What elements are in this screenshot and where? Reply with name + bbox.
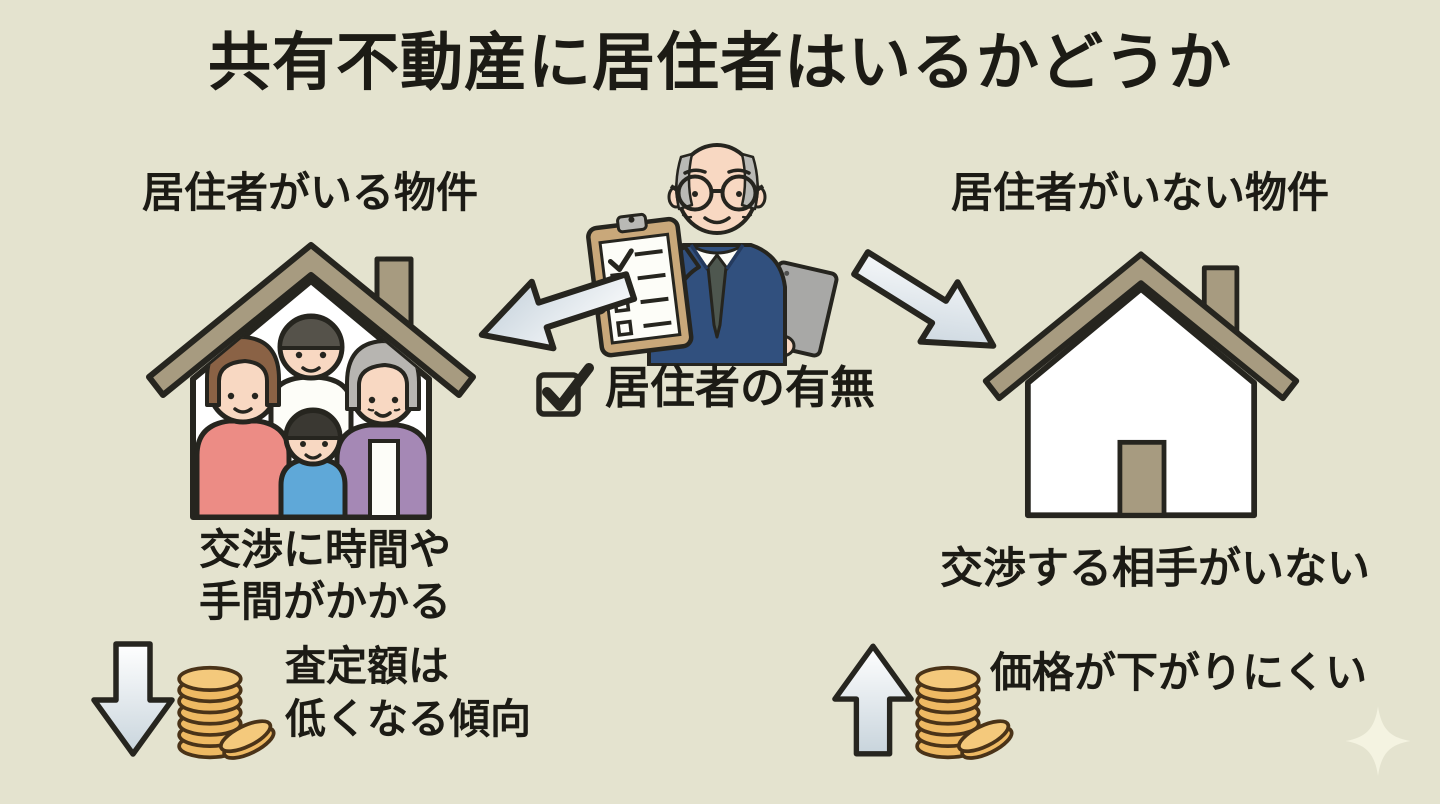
occupied-note-line1: 交渉に時間や — [198, 526, 451, 573]
price-up-arrow-icon — [829, 639, 917, 761]
vacant-result: 価格が下がりにくい — [990, 649, 1368, 696]
appraiser-illustration — [585, 124, 849, 366]
occupied-result: 査定額は 低くなる傾向 — [285, 640, 531, 747]
arrow-to-occupied-icon — [456, 241, 653, 382]
vacant-property-heading: 居住者がいない物件 — [950, 169, 1329, 216]
occupied-property-heading: 居住者がいる物件 — [141, 169, 478, 216]
occupied-note: 交渉に時間や 手間がかかる — [135, 524, 515, 628]
coins-stack-right-icon — [908, 650, 1014, 762]
resident-check-label: 居住者の有無 — [605, 362, 876, 413]
vacant-house-illustration — [978, 232, 1304, 528]
empty-house-icon — [982, 251, 1300, 519]
family-house-icon — [146, 242, 476, 520]
sparkle-icon — [1343, 704, 1413, 778]
resident-check-row: 居住者の有無 — [533, 358, 875, 418]
coins-stack-left-icon — [170, 650, 276, 762]
appraiser-icon — [586, 143, 839, 366]
price-down-arrow-icon — [88, 638, 178, 760]
checkbox-check-icon — [533, 358, 595, 418]
occupied-note-line2: 手間がかかる — [198, 578, 451, 626]
vacant-note: 交渉する相手がいない — [940, 545, 1370, 593]
arrow-to-vacant-icon — [831, 221, 1025, 388]
occupied-result-line2: 低くなる傾向 — [285, 696, 531, 743]
occupied-result-line1: 査定額は — [285, 643, 449, 689]
page-title: 共有不動産に居住者はいるかどうか — [208, 28, 1232, 98]
occupied-house-illustration — [141, 228, 481, 524]
